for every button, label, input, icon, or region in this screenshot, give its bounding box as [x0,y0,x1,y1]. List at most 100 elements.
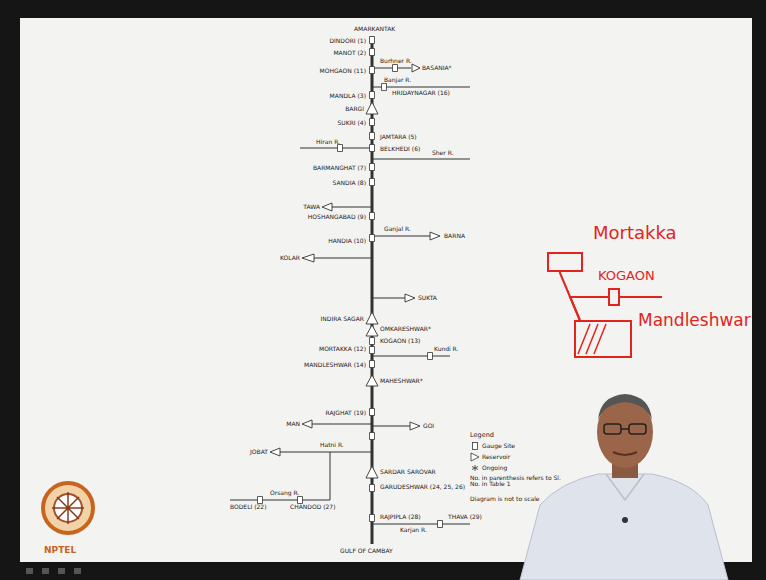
schematic-label: HOSHANGABAD (9) [308,214,366,220]
legend-text: Gauge Site [482,443,515,449]
schematic-label: AMARKANTAK [354,26,395,32]
schematic-label: BASANIA* [422,65,452,71]
schematic-label: SUKTA [418,295,437,301]
microphone [622,517,628,523]
schematic-label: RAJPIPLA (28) [380,514,421,520]
tributary [314,258,372,259]
schematic-label: MOHGAON (11) [320,68,367,74]
schematic-label: THAVA (29) [448,514,482,520]
handwritten-label: Mandleshwar [638,312,751,329]
schematic-label: JOBAT [250,449,268,455]
schematic-label: Hatni R. [320,442,344,448]
legend-ongoing-sample [472,465,478,471]
schematic-label: Legend [470,432,494,439]
glasses [604,424,621,434]
tributary-lines [230,68,470,524]
schematic-label: HRIDAYNAGAR (16) [392,90,450,96]
schematic-label: MAHESHWAR* [380,378,423,384]
schematic-label: KOLAR [280,255,300,261]
schematic-label: MORTAKKA (12) [319,346,366,352]
logo-text: NPTEL [44,546,76,555]
hatch-line [578,324,606,354]
sketch-box: Mandleshwar [574,320,632,358]
nav-icons [26,568,81,574]
schematic-label: BARGI [345,106,364,112]
schematic-label: DINDORI (1) [329,38,366,44]
schematic-label: OMKARESHWAR* [380,326,431,332]
schematic-label: Diagram is not to scale [470,496,540,502]
nav-icon [42,568,49,574]
tributary [230,452,330,500]
nav-icon [74,568,81,574]
tributary [280,452,372,453]
presenter [520,394,728,580]
schematic-label: SUKRI (4) [338,120,366,126]
schematic-label: BARMANGHAT (7) [313,165,366,171]
schematic-label: KOGAON (13) [380,338,420,344]
schematic-label: TAWA [303,204,320,210]
schematic-label: BELKHEDI (6) [380,146,420,152]
schematic-label: GULF OF CAMBAY [340,548,393,554]
schematic-label: Karjan R. [400,527,427,533]
schematic-label: Kundi R. [434,346,459,352]
schematic-label: HANDIA (10) [328,238,366,244]
tributary [372,524,470,525]
schematic-label: CHANDOD (27) [290,504,335,510]
schematic-label: MAN [286,421,300,427]
schematic-label: RAJGHAT (19) [326,410,367,416]
sketch-tributary [620,296,662,298]
schematic-label: No. in parenthesis refers to Sl. No. in … [470,475,562,488]
schematic-label: JAMTARA (5) [380,134,417,140]
tributary [372,236,430,237]
sketch-river-line [570,297,608,320]
hair [598,394,652,420]
schematic-label: Banjar R. [384,77,411,83]
tributary [300,148,372,149]
schematic-label: SARDAR SAROVAR [380,469,436,475]
schematic-label: BARNA [444,233,465,239]
schematic-label: BODELI (22) [230,504,266,510]
tributary [372,356,450,357]
mouth [613,452,637,455]
handwritten-label: KOGAON [598,269,655,282]
legend-text: Reservoir [482,454,510,460]
schematic-label: Hiran R. [316,139,340,145]
schematic-label: MANDLESHWAR (14) [304,362,366,368]
glasses-bridge [621,428,629,430]
hatch-marks [574,320,632,358]
schematic-label: GARUDESHWAR (24, 25, 26) [380,484,465,490]
sketch-box: KOGAON [608,288,620,306]
schematic-label: Sher R. [432,150,454,156]
legend-text: Ongoing [482,465,507,471]
schematic-label: Orsang R. [270,490,299,496]
tributary [312,424,372,425]
reservoir-symbols [270,64,440,478]
nptel-logo [43,483,93,533]
shirt [520,474,728,580]
sketch-box: Mortakka [547,252,583,272]
schematic-label: GOI [423,423,434,429]
tributary [372,426,410,427]
nav-icon [26,568,33,574]
glasses [629,424,646,434]
tributary [332,207,372,208]
tributary [372,159,470,160]
nav-icon [58,568,65,574]
schematic-label: Burhner R. [380,58,412,64]
legend-gauge-sample [473,443,478,450]
logo-ring [43,483,93,533]
schematic-label: MANOT (2) [333,50,366,56]
logo-spokes [52,492,84,524]
gauge-site-symbols [258,37,443,528]
schematic-label: MANDLA (3) [330,93,366,99]
handwritten-label: Mortakka [593,224,677,242]
legend-reservoir-sample [471,453,479,461]
schematic-label: INDIRA SAGAR [321,316,364,322]
tributary [372,68,411,69]
schematic-label: Ganjal R. [384,226,411,232]
schematic-label: SANDIA (8) [333,180,366,186]
tributary [372,298,405,299]
